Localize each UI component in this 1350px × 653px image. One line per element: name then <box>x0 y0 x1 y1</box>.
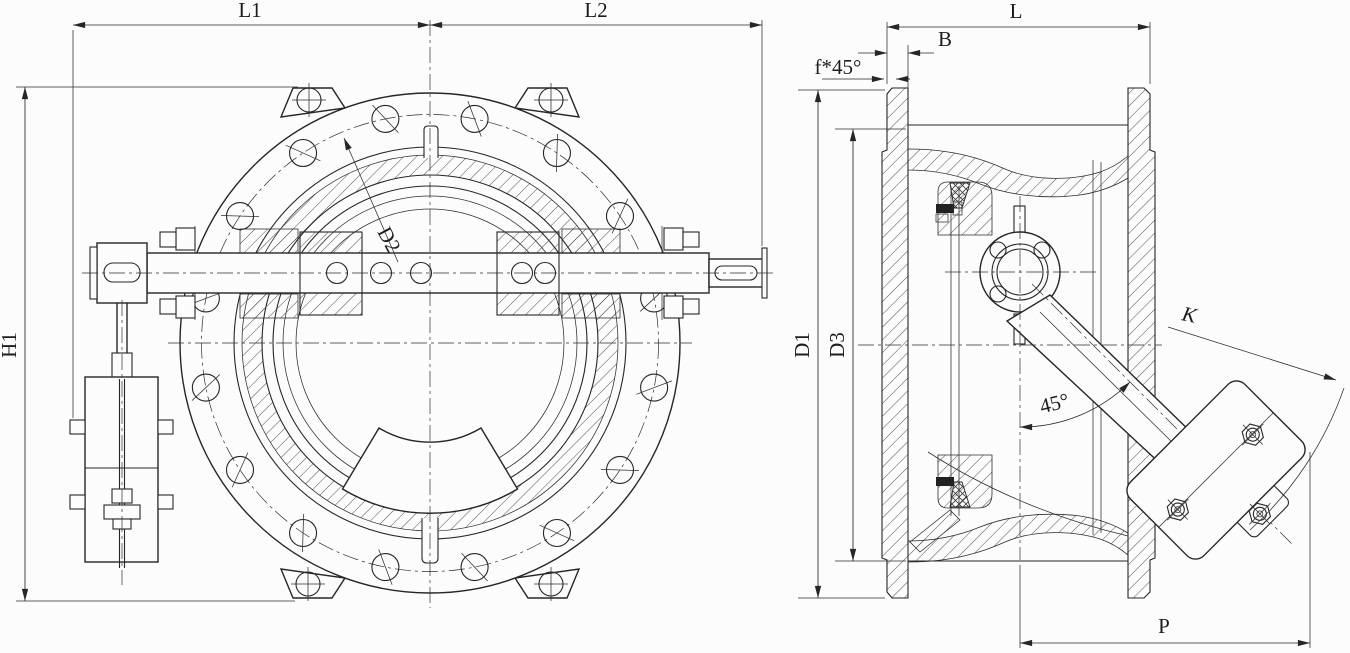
shaft-bore <box>996 248 1044 296</box>
body-wall-bottom <box>907 513 1129 563</box>
lever-arm <box>1005 294 1198 470</box>
flange-bolt-holes <box>187 83 673 601</box>
dim-label-b: B <box>938 27 952 51</box>
flange-left-section <box>881 87 909 599</box>
bolt-hole-centermark <box>539 524 575 542</box>
front-view <box>69 20 775 608</box>
weight-bolt <box>157 419 174 435</box>
ear-top-left <box>279 87 347 118</box>
dim-label-p: P <box>1158 614 1170 638</box>
gland-bolt <box>936 204 954 213</box>
ear-top-right <box>513 87 581 118</box>
shaft-key-top <box>1013 205 1026 235</box>
weight-bolt <box>69 419 86 435</box>
bolt-hole <box>605 455 635 484</box>
shaft-pin-hole <box>510 261 534 285</box>
dim-label-l1: L1 <box>238 0 261 22</box>
weight-bolt <box>157 494 174 510</box>
side-section-view <box>858 87 1345 599</box>
bolt-hole-centermark <box>611 198 629 234</box>
bolt-hole-centermark <box>372 104 399 134</box>
bolt-hole-centermark <box>378 549 393 586</box>
bolt-hole-centermark <box>600 468 639 471</box>
bolt-hole <box>371 104 400 133</box>
bolt-hole-centermark <box>636 380 673 395</box>
bolt-hole <box>460 104 489 133</box>
dim-label-l2: L2 <box>584 0 607 22</box>
dim-arc-45 <box>1019 381 1131 431</box>
dim-label-f45: f*45° <box>815 55 862 79</box>
ear-bottom-right <box>513 568 581 599</box>
counterweight-box <box>84 376 159 563</box>
side-counterweight <box>1126 380 1306 560</box>
gland-bolt <box>936 477 954 486</box>
bolt-hole <box>225 455 255 484</box>
shaft-bosses <box>159 226 700 320</box>
leader-d2 <box>343 137 399 263</box>
bolt-hole-centermark <box>191 374 221 401</box>
hub-bolt-hole <box>1033 241 1051 259</box>
dim-label-l: L <box>1010 0 1023 23</box>
bolt-hole-centermark <box>285 144 321 162</box>
lever-arm-edge <box>1039 311 1179 449</box>
disc-stop-wedge <box>341 427 519 514</box>
bolt-hole <box>191 373 220 402</box>
bolt-hole-centermark <box>221 215 260 218</box>
hub-bolt-hole <box>989 285 1007 303</box>
bolt-hole <box>289 518 318 548</box>
leader-k <box>1167 326 1337 381</box>
swing-arc <box>1249 387 1345 531</box>
bolt-hole-centermark <box>231 452 249 488</box>
dim-label-d1: D1 <box>790 332 814 358</box>
counterweight-assembly <box>69 302 174 568</box>
dim-label-k: K <box>1179 301 1200 328</box>
bolt-hole <box>542 138 571 168</box>
top-index-notch <box>423 125 439 158</box>
bolt-hole <box>460 553 489 582</box>
hub-bolt-hole <box>989 241 1007 259</box>
bolt-hole <box>542 518 571 548</box>
bolt-hole-centermark <box>302 513 305 552</box>
weight-bolt <box>69 494 86 510</box>
bolt-hole-centermark <box>461 552 488 582</box>
bolt-hole-centermark <box>467 100 482 137</box>
dim-label-h1: H1 <box>0 332 21 358</box>
bolt-hole <box>640 373 669 402</box>
seal-ring <box>949 481 971 508</box>
bolt-hole <box>371 553 400 582</box>
seat-support <box>909 509 961 553</box>
keyway-left <box>103 262 141 283</box>
bolt-hole-centermark <box>555 134 558 173</box>
bottom-packing <box>909 454 993 553</box>
dim-label-45: 45° <box>1037 388 1071 418</box>
dim-label-d3: D3 <box>825 332 849 358</box>
flange-right-section <box>1127 87 1156 599</box>
ear-bottom-left <box>279 568 347 599</box>
top-packing <box>935 181 993 236</box>
bolt-hole <box>289 138 318 168</box>
